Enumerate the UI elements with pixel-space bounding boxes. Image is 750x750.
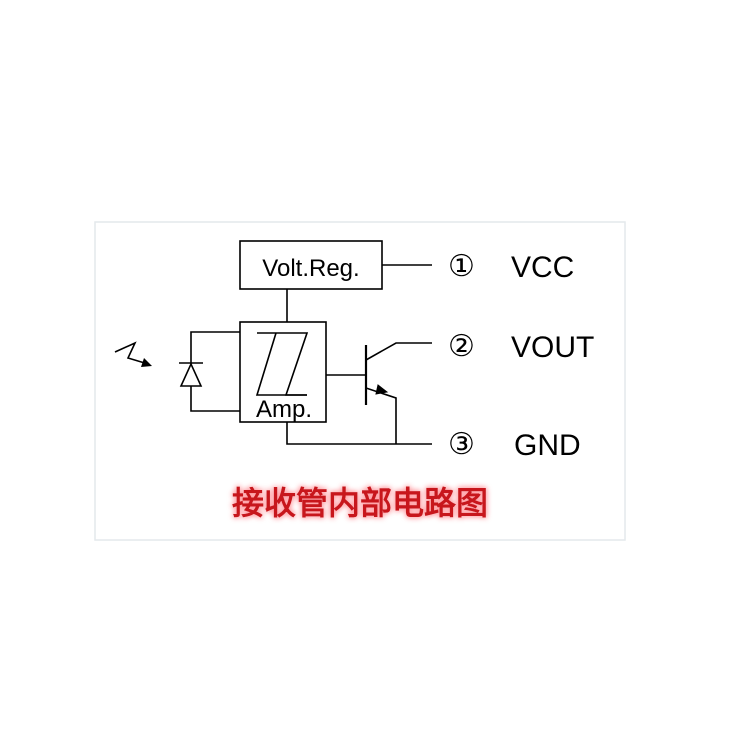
- pin-3-name: GND: [514, 429, 581, 462]
- photodiode-icon: [179, 362, 203, 387]
- emitter-arrow-icon: [375, 384, 389, 395]
- wire-vout: [365, 342, 432, 361]
- light-ray-icon: [114, 341, 149, 365]
- amp-label: Amp.: [256, 396, 312, 423]
- pin-2-number: ②: [448, 329, 475, 364]
- diagram-frame: [94, 221, 626, 541]
- hysteresis-symbol: [257, 332, 309, 396]
- wire-gnd: [286, 422, 432, 445]
- pin-1-number: ①: [448, 249, 475, 284]
- pin-3-number: ③: [448, 427, 475, 462]
- amp-box: [239, 321, 327, 423]
- wire-diode-bottom: [190, 386, 240, 412]
- pin-2-name: VOUT: [511, 331, 594, 364]
- wire-diode-top: [190, 331, 240, 352]
- volt-reg-label: Volt.Reg.: [262, 255, 359, 282]
- diagram-caption: 接收管内部电路图: [232, 484, 488, 522]
- wire-emitter: [365, 387, 397, 444]
- pin-1-name: VCC: [511, 251, 574, 284]
